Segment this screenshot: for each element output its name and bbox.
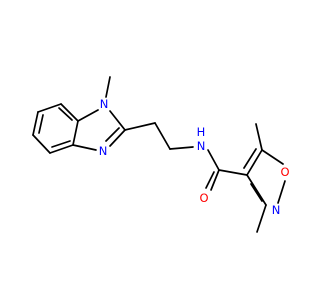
atom-label-amide-h: H (197, 125, 206, 139)
bond (246, 149, 263, 176)
bond (72, 144, 97, 151)
bonds (32, 76, 286, 233)
bond (246, 174, 267, 206)
bond (105, 76, 111, 98)
bond (154, 122, 171, 150)
atom-label-amide-n: N (197, 139, 206, 153)
structure-svg: N N N H O O N (32, 76, 290, 233)
bond (58, 107, 73, 121)
bond (218, 169, 248, 176)
atom-labels: N N N H O O N (99, 97, 290, 217)
bond (37, 103, 62, 113)
atom-label-isoxazole-n: N (272, 203, 281, 217)
bond (60, 103, 79, 122)
bond (109, 110, 126, 131)
bond (243, 148, 257, 169)
bond (32, 134, 51, 154)
bond (105, 127, 120, 142)
atom-label-isoxazole-o: O (280, 165, 289, 179)
bond (32, 111, 39, 136)
atom-label-carbonyl-o: O (199, 191, 208, 205)
bond (256, 204, 267, 233)
bond (207, 149, 220, 171)
atom-label-n3: N (99, 144, 108, 158)
bond (124, 122, 156, 131)
bond (51, 140, 71, 148)
molecule-diagram: N N N H O O N (32, 76, 290, 233)
bond (169, 146, 194, 150)
atom-label-n1: N (100, 97, 109, 111)
bond (261, 149, 284, 165)
bond (205, 171, 215, 189)
bond (77, 109, 99, 122)
bond (255, 123, 263, 151)
bond (250, 183, 263, 202)
bond (38, 114, 44, 134)
bond (109, 129, 126, 147)
bond (72, 120, 79, 146)
bond (210, 169, 220, 191)
bond (49, 144, 74, 154)
bond (277, 180, 286, 204)
